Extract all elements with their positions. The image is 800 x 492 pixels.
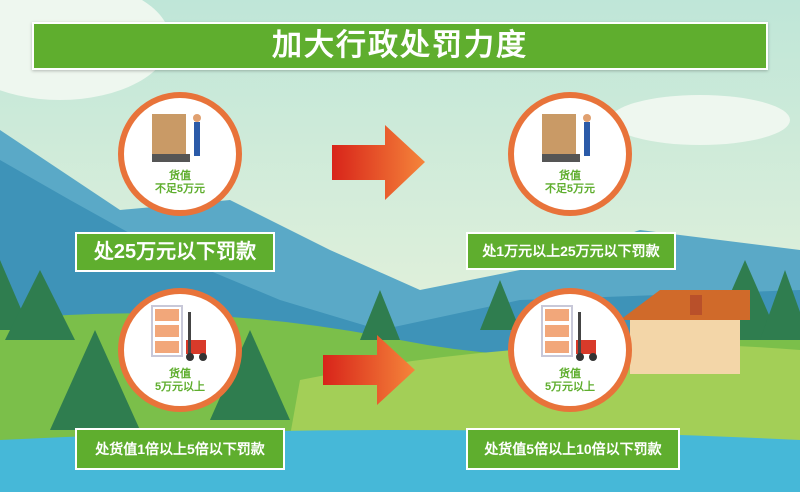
- circle-text-line2: 不足5万元: [154, 183, 206, 195]
- penalty-label-top-right: 处1万元以上25万元以下罚款: [466, 232, 676, 270]
- circle-text-line1: 货值: [559, 368, 581, 380]
- penalty-label-top-left: 处25万元以下罚款: [75, 232, 275, 272]
- circle-text-line1: 货值: [169, 368, 191, 380]
- circle-text-line2: 5万元以上: [544, 381, 596, 393]
- circle-text-line1: 货值: [559, 170, 581, 182]
- forklift-shelf-icon: [151, 305, 207, 361]
- circle-text-line2: 不足5万元: [544, 183, 596, 195]
- goods-value-circle-bottom-left: 货值 5万元以上: [118, 288, 242, 412]
- goods-value-circle-top-right: 货值 不足5万元: [508, 92, 632, 216]
- goods-value-circle-top-left: 货值 不足5万元: [118, 92, 242, 216]
- penalty-label-bottom-left: 处货值1倍以上5倍以下罚款: [75, 428, 285, 470]
- page-title: 加大行政处罚力度: [32, 22, 768, 70]
- warehouse-worker-icon: [542, 114, 591, 162]
- penalty-label-bottom-right: 处货值5倍以上10倍以下罚款: [466, 428, 680, 470]
- circle-text-line1: 货值: [169, 170, 191, 182]
- forklift-shelf-icon: [541, 305, 597, 361]
- farmhouse: [620, 290, 750, 374]
- arrow-top: [332, 125, 425, 200]
- goods-value-circle-bottom-right: 货值 5万元以上: [508, 288, 632, 412]
- circle-text-line2: 5万元以上: [154, 381, 206, 393]
- warehouse-worker-icon: [152, 114, 201, 162]
- arrow-bottom: [323, 335, 415, 405]
